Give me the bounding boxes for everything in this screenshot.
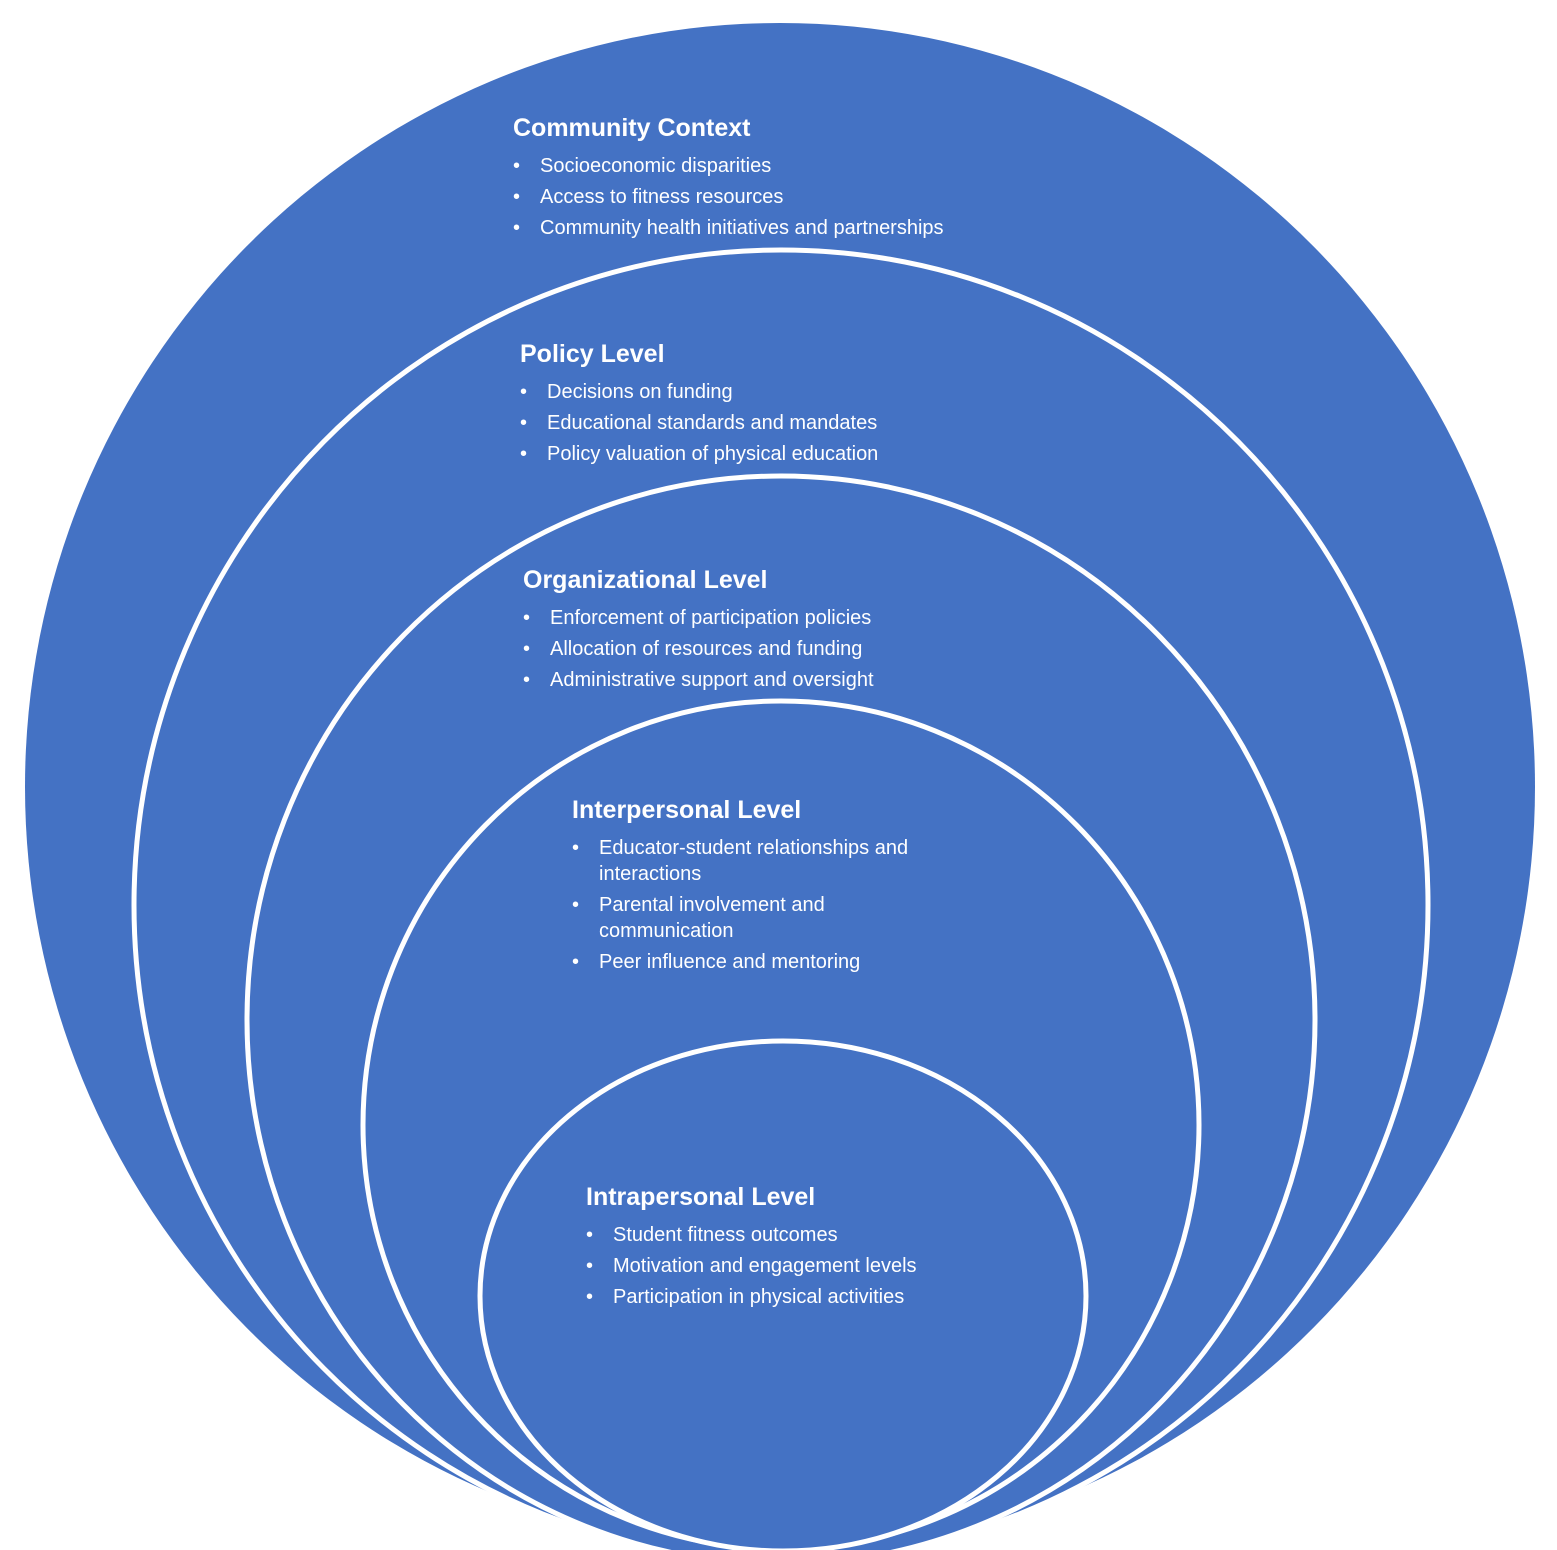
community-context-block: Community Context Socioeconomic disparit… [513,113,1033,246]
community-context-title: Community Context [513,114,751,142]
policy-level-item: Educational standards and mandates [520,410,960,436]
intrapersonal-level-list: Student fitness outcomes Motivation and … [586,1222,976,1310]
interpersonal-level-list: Educator-student relationships and inter… [572,835,952,975]
interpersonal-level-item: Peer influence and mentoring [572,949,952,975]
community-context-list: Socioeconomic disparities Access to fitn… [513,153,1033,241]
intrapersonal-level-title: Intrapersonal Level [586,1183,816,1211]
organizational-level-item: Enforcement of participation policies [523,605,963,631]
intrapersonal-level-block: Intrapersonal Level Student fitness outc… [586,1182,976,1315]
policy-level-title: Policy Level [520,340,665,368]
intrapersonal-level-item: Motivation and engagement levels [586,1253,976,1279]
community-context-item: Socioeconomic disparities [513,153,1033,179]
community-context-item: Community health initiatives and partner… [513,215,1033,241]
policy-level-block: Policy Level Decisions on funding Educat… [520,339,960,472]
organizational-level-item: Allocation of resources and funding [523,636,963,662]
interpersonal-level-item: Educator-student relationships and inter… [572,835,952,887]
policy-level-item: Policy valuation of physical education [520,441,960,467]
organizational-level-block: Organizational Level Enforcement of part… [523,565,963,698]
interpersonal-level-title: Interpersonal Level [572,796,802,824]
community-context-item: Access to fitness resources [513,184,1033,210]
policy-level-item: Decisions on funding [520,379,960,405]
organizational-level-item: Administrative support and oversight [523,667,963,693]
policy-level-list: Decisions on funding Educational standar… [520,379,960,467]
intrapersonal-level-item: Participation in physical activities [586,1284,976,1310]
interpersonal-level-item: Parental involvement and communication [572,892,952,944]
interpersonal-level-block: Interpersonal Level Educator-student rel… [572,795,952,980]
intrapersonal-level-item: Student fitness outcomes [586,1222,976,1248]
organizational-level-list: Enforcement of participation policies Al… [523,605,963,693]
organizational-level-title: Organizational Level [523,566,768,594]
